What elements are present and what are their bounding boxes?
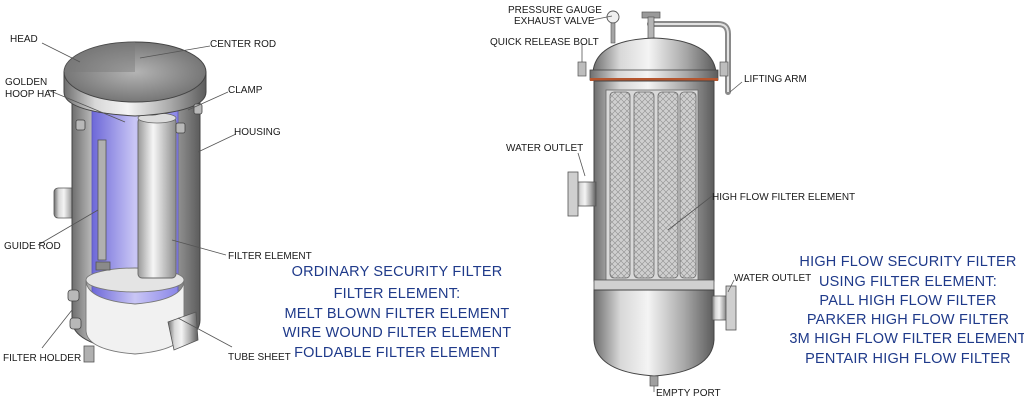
label-high-flow-filter-element: HIGH FLOW FILTER ELEMENT [712, 192, 855, 203]
guide-rod [97, 139, 107, 261]
caption-ordinary-line5: FOLDABLE FILTER ELEMENT [294, 345, 500, 361]
filter-holder-bolts [67, 289, 82, 330]
label-clamp: CLAMP [228, 85, 263, 96]
label-center-rod: CENTER ROD [210, 39, 276, 50]
water-outlet-nozzle-bottom [711, 295, 729, 321]
label-golden-hoop-hat-line1: GOLDEN [5, 77, 47, 88]
caption-high-flow-line1: HIGH FLOW SECURITY FILTER [799, 254, 1016, 270]
ordinary-filter-caption: ORDINARY SECURITY FILTER FILTER ELEMENT:… [283, 264, 512, 361]
label-quick-release-bolt: QUICK RELEASE BOLT [490, 37, 599, 48]
left-leader-lines [37, 42, 237, 349]
label-golden-hoop-hat-line2: HOOP HAT [5, 89, 56, 100]
high-flow-filter-elements [609, 91, 697, 279]
high-flow-filter-illustration [567, 10, 737, 387]
caption-high-flow-line3: PALL HIGH FLOW FILTER [819, 293, 996, 309]
right-labels: PRESSURE GAUGE EXHAUST VALVE QUICK RELEA… [490, 5, 855, 399]
ordinary-security-filter-illustration [53, 41, 207, 363]
label-pressure-gauge: PRESSURE GAUGE [508, 5, 602, 16]
label-water-outlet-bottom: WATER OUTLET [734, 273, 811, 284]
caption-ordinary-line4: WIRE WOUND FILTER ELEMENT [283, 325, 512, 341]
caption-high-flow-line2: USING FILTER ELEMENT: [819, 274, 997, 290]
empty-port [649, 375, 659, 387]
label-lifting-arm: LIFTING ARM [744, 74, 807, 85]
label-tube-sheet: TUBE SHEET [228, 352, 291, 363]
top-dome [592, 37, 717, 73]
filter-element [137, 117, 177, 279]
label-exhaust-valve: EXHAUST VALVE [514, 16, 595, 27]
caption-ordinary-line3: MELT BLOWN FILTER ELEMENT [285, 306, 510, 322]
caption-high-flow-line6: PENTAIR HIGH FLOW FILTER [805, 351, 1011, 367]
label-water-outlet-top: WATER OUTLET [506, 143, 583, 154]
label-empty-port: EMPTY PORT [656, 388, 721, 399]
label-head: HEAD [10, 34, 38, 45]
bottom-nozzle [167, 311, 199, 351]
left-labels: HEAD CENTER ROD GOLDEN HOOP HAT CLAMP HO… [3, 34, 312, 364]
label-guide-rod: GUIDE ROD [4, 241, 61, 252]
caption-high-flow-line4: PARKER HIGH FLOW FILTER [807, 312, 1009, 328]
label-housing: HOUSING [234, 127, 281, 138]
head-top [63, 41, 207, 103]
caption-ordinary-line1: ORDINARY SECURITY FILTER [292, 264, 503, 280]
caption-high-flow-line5: 3M HIGH FLOW FILTER ELEMENT [789, 331, 1024, 347]
label-filter-element: FILTER ELEMENT [228, 251, 312, 262]
label-filter-holder: FILTER HOLDER [3, 353, 81, 364]
quick-release-bolt [577, 61, 587, 77]
right-leader-lines [577, 15, 743, 392]
bottom-head [593, 289, 715, 377]
water-outlet-nozzle-top [575, 181, 597, 207]
caption-ordinary-line2: FILTER ELEMENT: [334, 286, 461, 302]
high-flow-filter-caption: HIGH FLOW SECURITY FILTER USING FILTER E… [789, 254, 1024, 367]
